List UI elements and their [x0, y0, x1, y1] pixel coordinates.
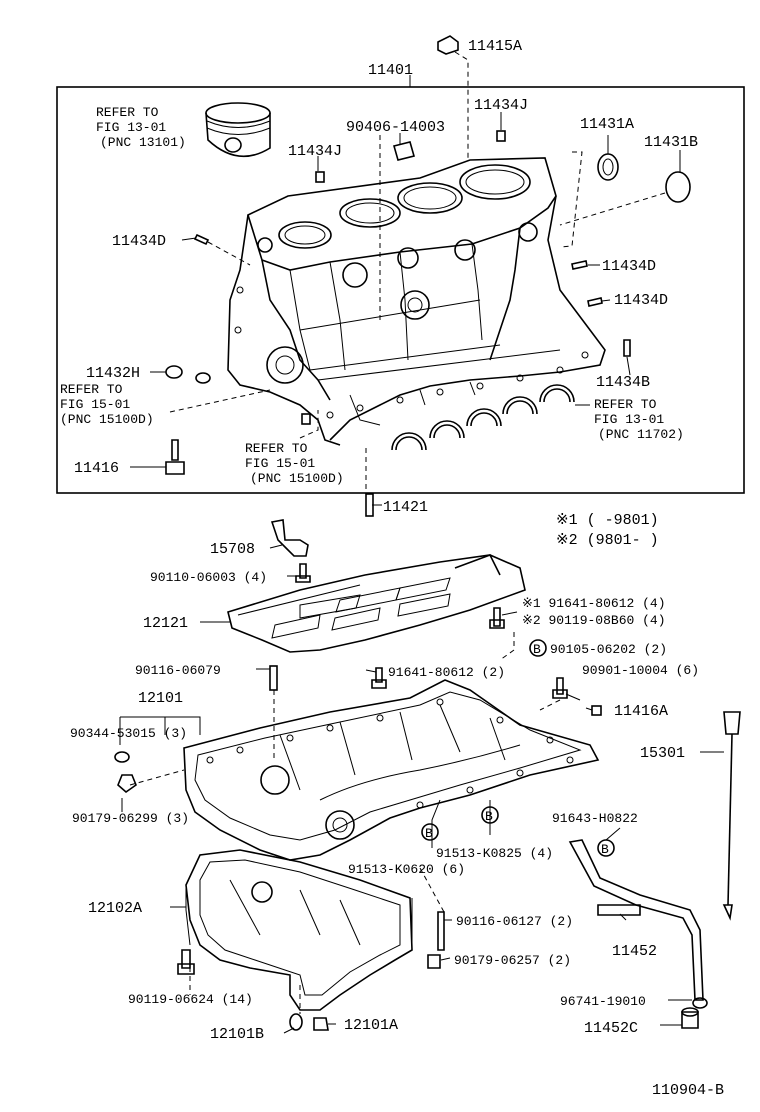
reference-markers: B B B B [421, 639, 615, 857]
lower-leaders [119, 544, 724, 1034]
marker-b-3-text: B [425, 826, 433, 841]
label-11432h: 11432H [86, 365, 140, 382]
main-bearings [391, 384, 575, 451]
label-11416a: 11416A [614, 703, 668, 720]
label-12121: 12121 [143, 615, 188, 632]
label-91641-a: ※1 91641-80612 (4) [522, 596, 666, 611]
label-11452: 11452 [612, 943, 657, 960]
label-90105: 90105-06202 (2) [550, 642, 667, 657]
refer-4-line2: FIG 13-01 [594, 412, 664, 427]
label-91513-a: 91513-K0825 (4) [436, 846, 553, 861]
label-11434d-right2: 11434D [614, 292, 668, 309]
piston [205, 102, 271, 158]
dipstick-guide [568, 839, 708, 1029]
cylinder-block [227, 157, 606, 446]
label-11434d-left: 11434D [112, 233, 166, 250]
label-11421: 11421 [383, 499, 428, 516]
label-11452c: 11452C [584, 1020, 638, 1037]
oil-strainer-bracket [270, 519, 309, 557]
refer-3-line3: (PNC 15100D) [250, 471, 344, 486]
label-91641-b: 91641-80612 (2) [388, 665, 505, 680]
refer-2-line3: (PNC 15100D) [60, 412, 154, 427]
refer-3-line1: REFER TO [245, 441, 308, 456]
refer-2-line1: REFER TO [60, 382, 123, 397]
label-11434j-top: 11434J [474, 97, 528, 114]
refer-1-line2: FIG 13-01 [96, 120, 166, 135]
label-90116-b: 90116-06127 (2) [456, 914, 573, 929]
oil-pan-upper [183, 679, 600, 861]
block-assembly-frame [56, 86, 745, 494]
refer-1-line3: (PNC 13101) [100, 135, 186, 150]
label-15301: 15301 [640, 745, 685, 762]
refer-4-line1: REFER TO [594, 397, 657, 412]
label-11401: 11401 [368, 62, 413, 79]
label-96741: 96741-19010 [560, 994, 646, 1009]
block-leaders [130, 51, 681, 506]
label-90179-a: 90179-06299 (3) [72, 811, 189, 826]
marker-b-3 [421, 823, 439, 841]
label-12102a: 12102A [88, 900, 142, 917]
marker-b-2 [481, 806, 499, 824]
label-90901: 90901-10004 (6) [582, 663, 699, 678]
refer-3-line2: FIG 15-01 [245, 456, 315, 471]
label-91643: 91643-H0822 [552, 811, 638, 826]
marker-b-4 [597, 839, 615, 857]
diagram-id: 110904-B [652, 1082, 724, 1099]
label-90116-a: 90116-06079 [135, 663, 221, 678]
label-11416: 11416 [74, 460, 119, 477]
oil-baffle-plate [227, 554, 526, 653]
label-90119-a: ※2 90119-08B60 (4) [522, 613, 666, 628]
label-90179-b: 90179-06257 (2) [454, 953, 571, 968]
label-90119-b: 90119-06624 (14) [128, 992, 253, 1007]
label-12101b: 12101B [210, 1026, 264, 1043]
label-11431a: 11431A [580, 116, 634, 133]
marker-b-4-text: B [601, 842, 609, 857]
refer-1-line1: REFER TO [96, 105, 159, 120]
note-legend-1: ※1 ( -9801) [556, 512, 659, 529]
oil-pan-lower [185, 849, 413, 1011]
marker-b-2-text: B [485, 809, 493, 824]
label-91513-b: 91513-K0620 (6) [348, 862, 465, 877]
part-labels: 11415A 11401 REFER TO FIG 13-01 (PNC 131… [60, 38, 724, 1099]
label-90110: 90110-06003 (4) [150, 570, 267, 585]
label-15708: 15708 [210, 541, 255, 558]
label-11434j-left: 11434J [288, 143, 342, 160]
label-11434d-right1: 11434D [602, 258, 656, 275]
label-11434b: 11434B [596, 374, 650, 391]
refer-2-line2: FIG 15-01 [60, 397, 130, 412]
label-90406: 90406-14003 [346, 119, 445, 136]
label-11415a: 11415A [468, 38, 522, 55]
label-90344: 90344-53015 (3) [70, 726, 187, 741]
label-12101a: 12101A [344, 1017, 398, 1034]
label-12101: 12101 [138, 690, 183, 707]
oil-dipstick [722, 711, 741, 921]
marker-b-1 [529, 639, 547, 657]
marker-b-1-text: B [533, 642, 541, 657]
refer-4-line3: (PNC 11702) [598, 427, 684, 442]
label-11431b: 11431B [644, 134, 698, 151]
note-legend-2: ※2 (9801- ) [556, 532, 659, 549]
